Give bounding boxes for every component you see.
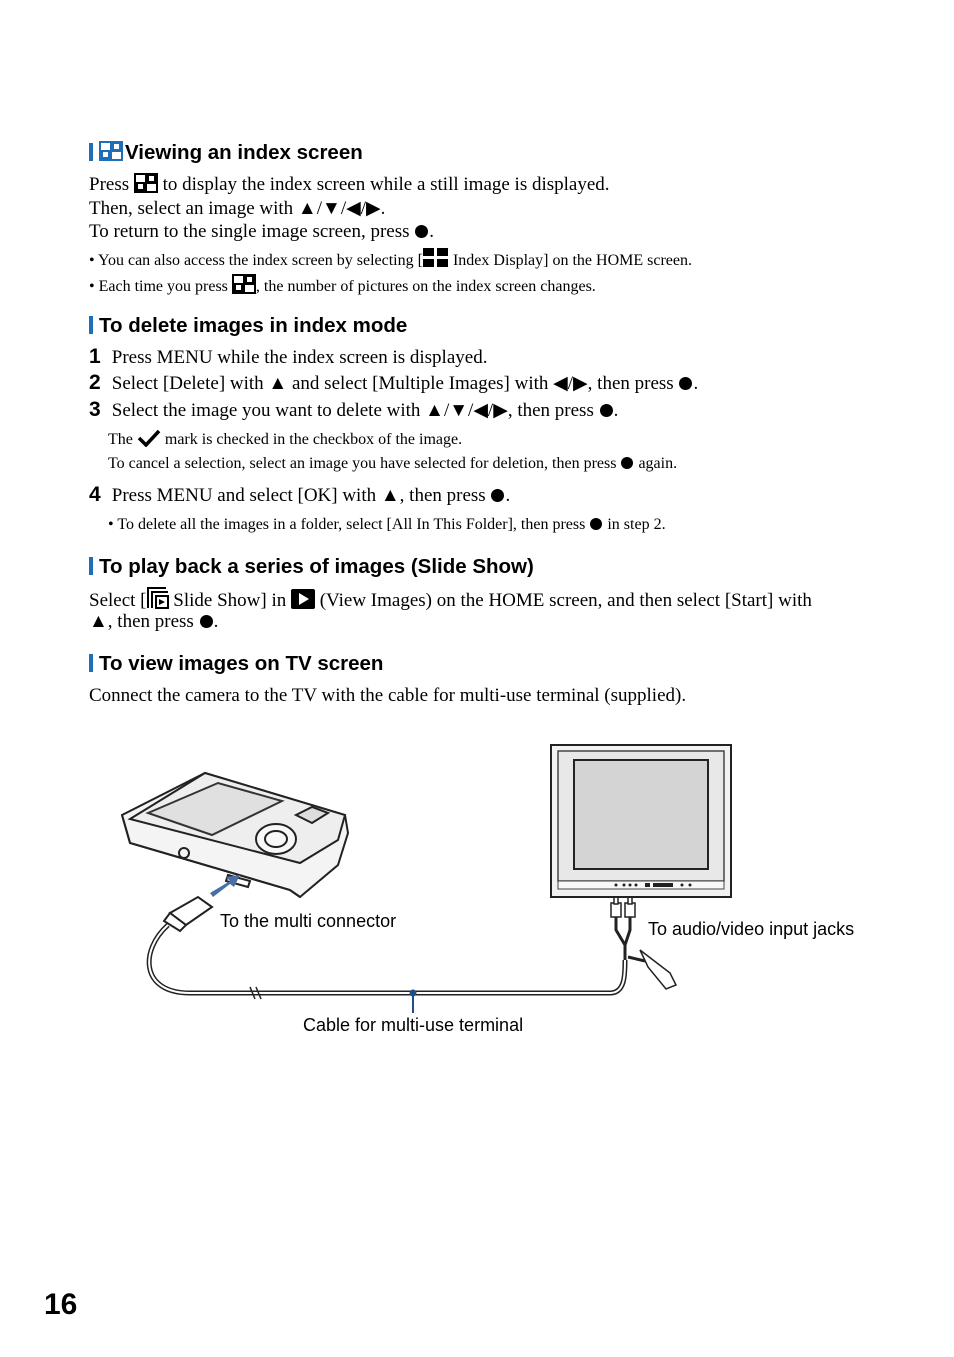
- step-number: 1: [89, 345, 101, 368]
- section-bar: [89, 143, 93, 161]
- index-bullet-1: • You can also access the index screen b…: [89, 248, 692, 271]
- section-heading-delete: To delete images in index mode: [89, 314, 407, 338]
- delete-bullet: • To delete all the images in a folder, …: [108, 516, 666, 533]
- section-bar: [89, 654, 93, 672]
- delete-note-1: The mark is checked in the checkbox of t…: [108, 429, 463, 448]
- index-bullet-2: • Each time you press , the number of pi…: [89, 274, 596, 297]
- tv-line-1: Connect the camera to the TV with the ca…: [89, 685, 687, 706]
- page-number: 16: [44, 1288, 78, 1321]
- multi-connector-plug: [162, 895, 214, 933]
- delete-step-1: 1 Press MENU while the index screen is d…: [89, 345, 488, 368]
- slideshow-line-2: ▲, then press .: [89, 611, 219, 632]
- index-line-1: Press to display the index screen while …: [89, 173, 610, 195]
- section-title: To delete images in index mode: [99, 314, 408, 337]
- center-button-icon: [199, 615, 213, 628]
- delete-step-4: 4 Press MENU and select [OK] with ▲, the…: [89, 483, 511, 506]
- center-button-icon: [621, 457, 634, 469]
- index-screen-icon: [99, 141, 123, 161]
- index-button-icon: [133, 173, 158, 193]
- section-bar: [89, 557, 93, 575]
- delete-note-2: To cancel a selection, select an image y…: [108, 455, 678, 472]
- section-heading-tv: To view images on TV screen: [89, 652, 383, 676]
- section-heading-index: Viewing an index screen: [89, 141, 363, 165]
- camera-illustration: [120, 771, 350, 899]
- index-display-icon: [422, 248, 448, 267]
- center-button-icon: [590, 518, 603, 530]
- delete-step-2: 2 Select [Delete] with ▲ and select [Mul…: [89, 371, 699, 394]
- index-line-3: To return to the single image screen, pr…: [89, 221, 435, 242]
- tv-illustration: [550, 744, 732, 898]
- view-images-icon: [290, 589, 315, 609]
- delete-step-3: 3 Select the image you want to delete wi…: [89, 398, 619, 421]
- section-title: Viewing an index screen: [125, 141, 363, 164]
- slide-show-icon: [146, 587, 169, 609]
- index-button-icon: [231, 274, 256, 294]
- section-title: To play back a series of images (Slide S…: [99, 555, 534, 578]
- label-cable: Cable for multi-use terminal: [303, 1015, 524, 1035]
- section-bar: [89, 316, 93, 334]
- index-line-2: Then, select an image with ▲/▼/◀/▶.: [89, 198, 386, 219]
- center-button-icon: [491, 489, 505, 502]
- av-plugs: [610, 894, 678, 990]
- section-heading-slideshow: To play back a series of images (Slide S…: [89, 555, 534, 579]
- center-button-icon: [679, 377, 693, 390]
- step-number: 3: [89, 398, 101, 421]
- center-button-icon: [415, 225, 429, 238]
- label-av-jacks: To audio/video input jacks: [648, 919, 855, 939]
- label-multi-connector: To the multi connector: [220, 911, 397, 931]
- step-number: 2: [89, 371, 101, 394]
- center-button-icon: [599, 404, 613, 417]
- slideshow-line-1: Select [ Slide Show] in (View Images) on…: [89, 587, 812, 613]
- arrow-icon: [210, 875, 240, 897]
- section-title: To view images on TV screen: [99, 652, 384, 675]
- checkmark-icon: [137, 429, 161, 447]
- connection-diagram: [120, 744, 732, 1013]
- step-number: 4: [89, 483, 101, 506]
